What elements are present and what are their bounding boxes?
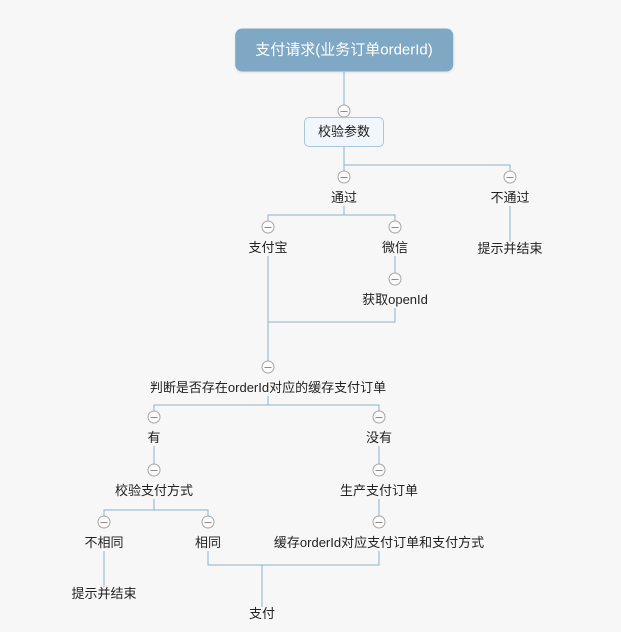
edge-check_pay-to-same [154,509,209,522]
edge-openid-to-merge1 [268,308,396,323]
edge-check_pay-to-differ [103,499,155,522]
collapse-minus-icon[interactable] [261,360,275,374]
collapse-minus-icon[interactable] [337,170,351,184]
collapse-minus-icon[interactable] [372,463,386,477]
collapse-minus-icon[interactable] [388,220,402,234]
node-differ[interactable]: 不相同 [84,535,124,550]
edge-validate-to-fail [344,164,511,177]
node-root[interactable]: 支付请求(业务订单orderId) [235,28,453,72]
node-same[interactable]: 相同 [194,535,222,550]
edge-pass-to-wechat [344,214,396,227]
edge-cache_order-to-merge2 [262,551,380,566]
collapse-minus-icon[interactable] [503,170,517,184]
node-has[interactable]: 有 [147,430,161,445]
node-differ_end[interactable]: 提示并结束 [71,586,137,601]
collapse-minus-icon[interactable] [337,104,351,118]
node-check_cache[interactable]: 判断是否存在orderId对应的缓存支付订单 [149,380,387,395]
node-fail_end[interactable]: 提示并结束 [477,241,543,256]
collapse-minus-icon[interactable] [201,515,215,529]
collapse-minus-icon[interactable] [372,410,386,424]
node-cache_order[interactable]: 缓存orderId对应支付订单和支付方式 [273,535,485,550]
node-check_pay[interactable]: 校验支付方式 [114,483,194,498]
node-pass[interactable]: 通过 [330,190,358,205]
collapse-minus-icon[interactable] [388,272,402,286]
node-openid[interactable]: 获取openId [362,292,428,307]
node-alipay[interactable]: 支付宝 [248,240,288,255]
node-validate[interactable]: 校验参数 [303,117,385,147]
collapse-minus-icon[interactable] [147,410,161,424]
collapse-minus-icon[interactable] [147,463,161,477]
edge-same-to-merge2 [207,551,262,566]
edge-pass-to-alipay [267,206,345,227]
collapse-minus-icon[interactable] [372,515,386,529]
edge-check_cache-to-has [153,396,269,417]
collapse-minus-icon[interactable] [97,515,111,529]
edge-check_cache-to-none [268,404,380,417]
node-gen_order[interactable]: 生产支付订单 [339,483,419,498]
node-pay[interactable]: 支付 [248,606,276,621]
collapse-minus-icon[interactable] [261,220,275,234]
node-wechat[interactable]: 微信 [381,240,409,255]
node-none[interactable]: 没有 [365,430,393,445]
node-fail[interactable]: 不通过 [490,190,530,205]
